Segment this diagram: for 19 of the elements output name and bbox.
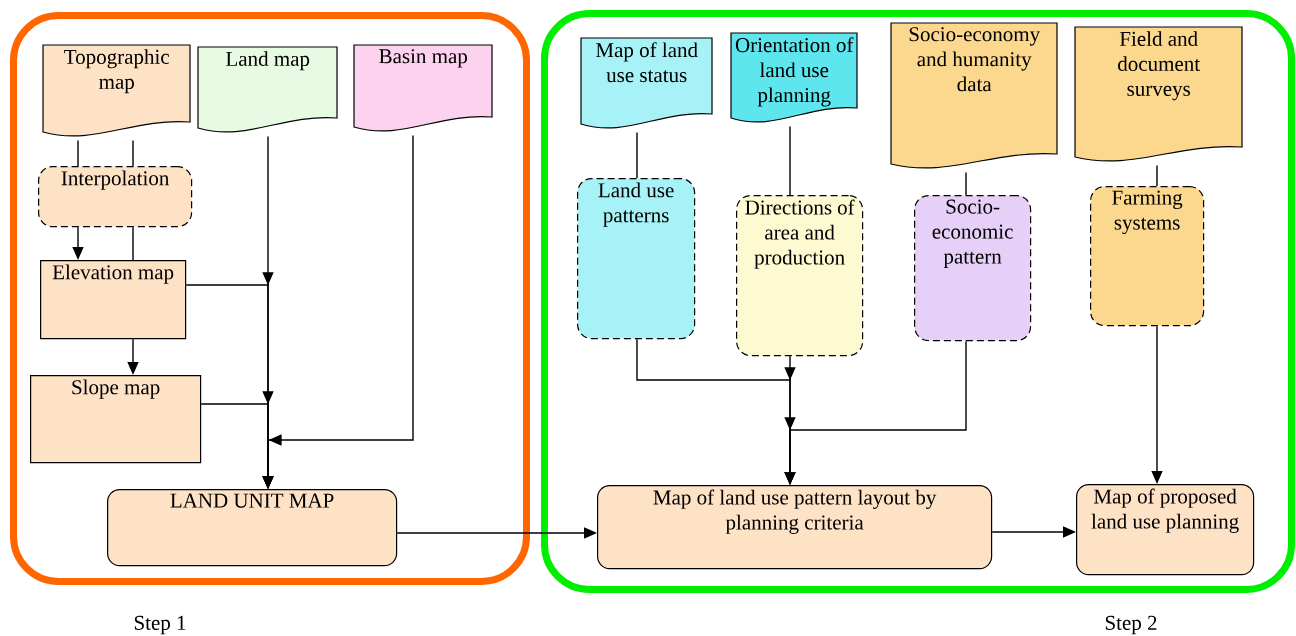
process-box: Elevation map [40, 260, 187, 340]
rounded-box: Map of land use pattern layout by planning criteria [597, 485, 993, 570]
dashed-box: Directions of area and production [736, 195, 864, 357]
rounded-box: Map of proposed land use planning [1076, 484, 1255, 576]
dashed-box: Farming systems [1090, 186, 1205, 327]
step-label: Step 2 [1105, 615, 1157, 635]
connector-line [789, 125, 791, 196]
process-box: Slope map [30, 375, 202, 464]
connector-line [77, 139, 79, 167]
connector-line [965, 171, 967, 196]
connector-line [1156, 164, 1158, 187]
connector-line [132, 139, 134, 167]
connector-line [132, 226, 134, 261]
dashed-box: Interpolation [38, 166, 193, 228]
step-label: Step 1 [134, 615, 186, 635]
connector-line [636, 131, 638, 179]
dashed-box: Socio-economic pattern [914, 195, 1032, 342]
dashed-box: Land use patterns [577, 178, 696, 340]
rounded-box: LAND UNIT MAP [107, 489, 398, 567]
